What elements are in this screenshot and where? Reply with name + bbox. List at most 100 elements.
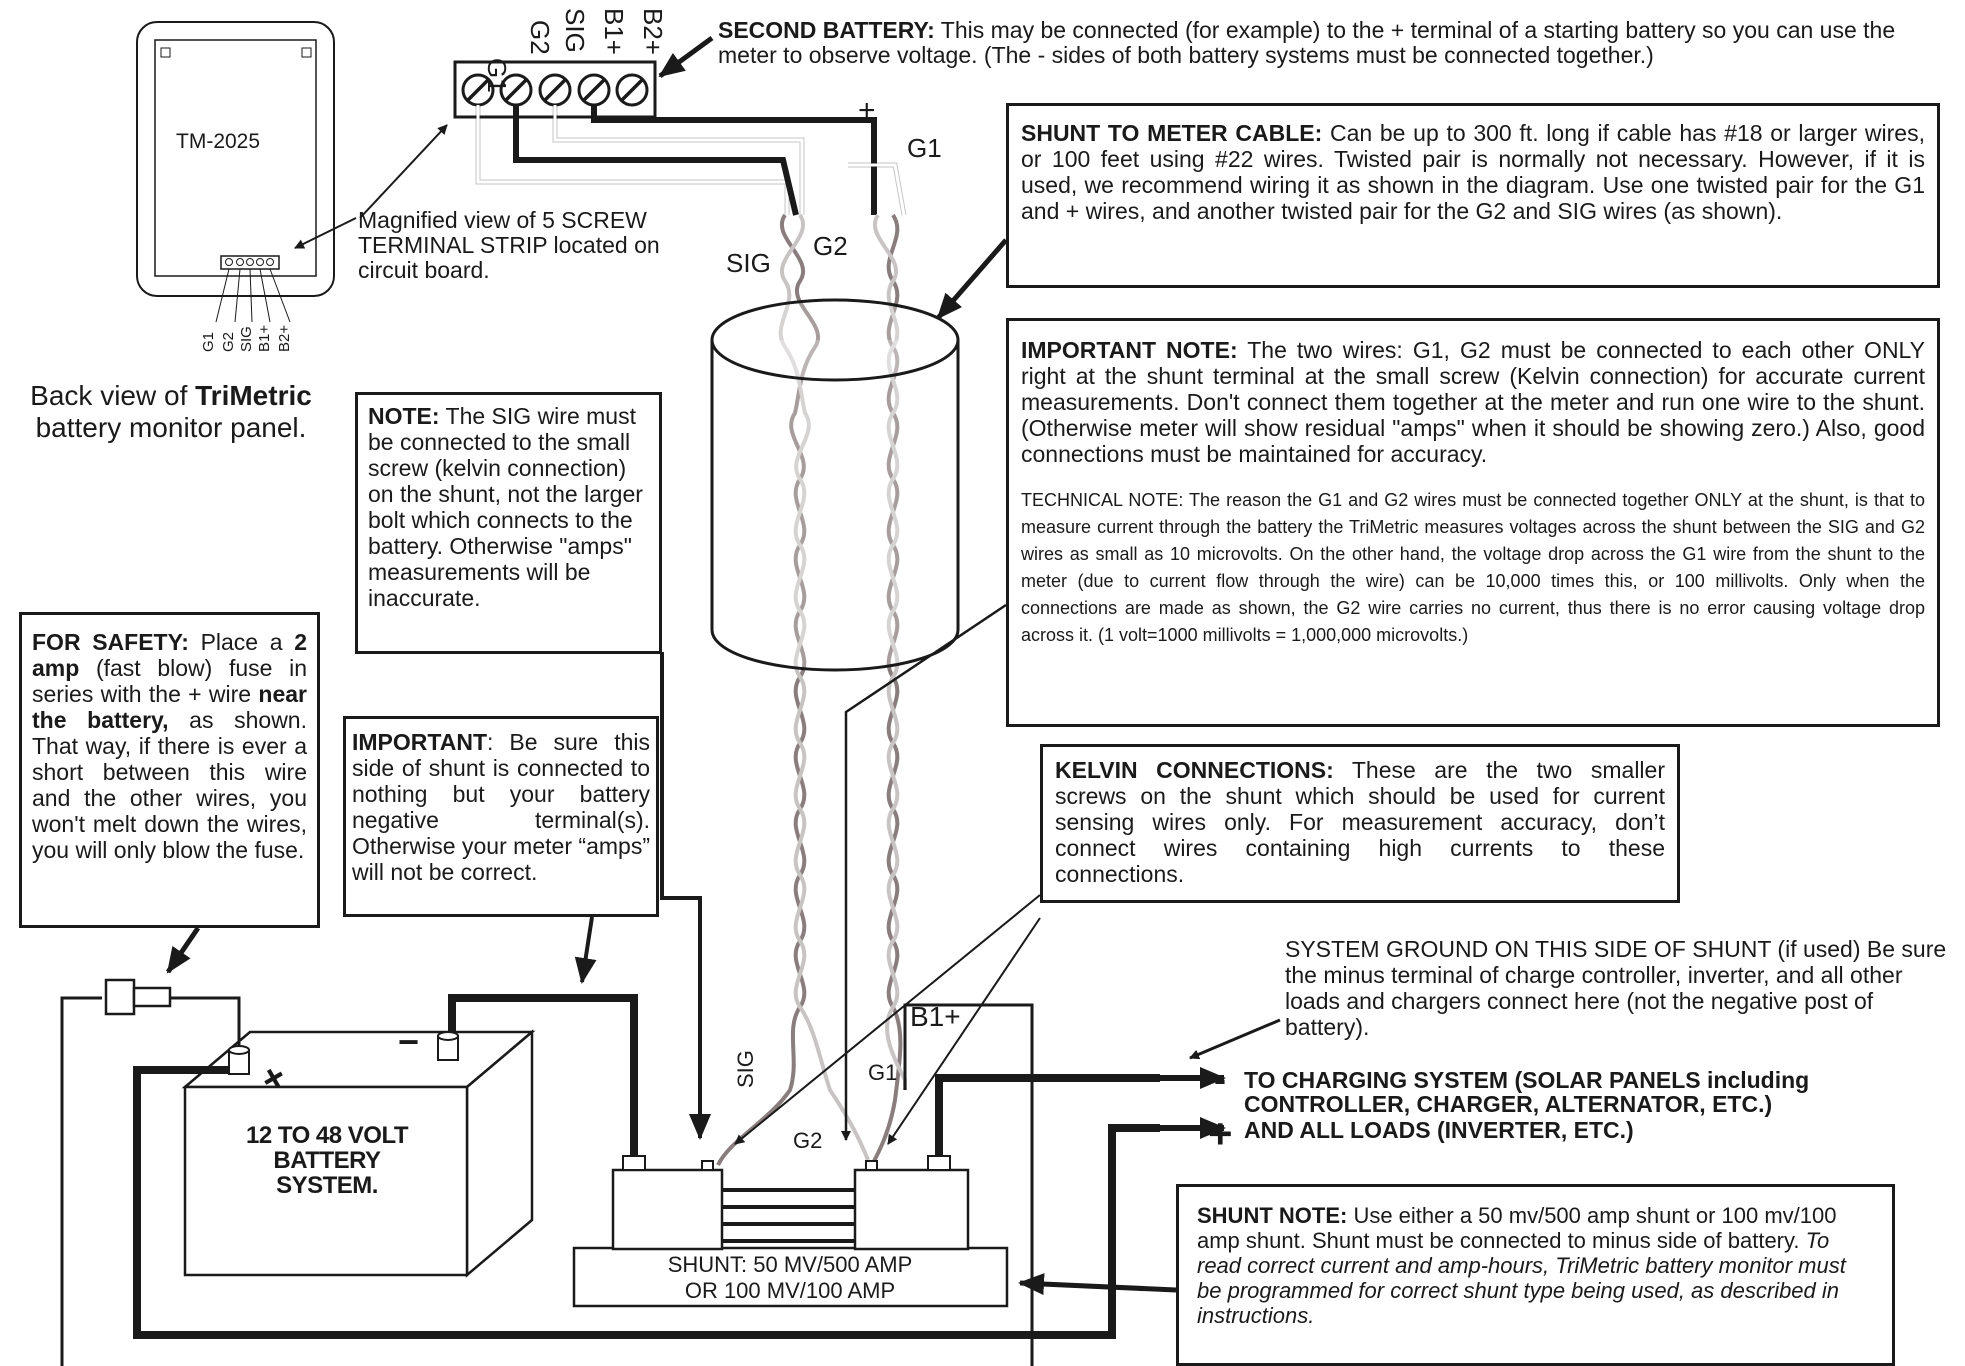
panel-model: TM-2025 bbox=[176, 130, 260, 153]
second-battery-note: SECOND BATTERY: This may be connected (f… bbox=[718, 18, 1918, 68]
safety-note: FOR SAFETY: Place a 2 amp (fast blow) fu… bbox=[19, 612, 320, 928]
shunt-side-heading: IMPORTANT bbox=[352, 729, 488, 755]
second-battery-heading: SECOND BATTERY: bbox=[718, 17, 935, 43]
shunt-note-heading: SHUNT NOTE: bbox=[1197, 1203, 1348, 1228]
safety-t3: as shown. That way, if there is ever a s… bbox=[32, 707, 307, 863]
panel-caption-prefix: Back view of bbox=[30, 380, 196, 411]
mounting-hole bbox=[160, 47, 171, 58]
label-sig-top: SIG bbox=[726, 248, 771, 278]
pin-label-g1: G1 bbox=[200, 332, 217, 352]
strip-label-sig: SIG bbox=[560, 8, 590, 53]
panel-caption-brand: TriMetric bbox=[195, 380, 312, 411]
sig-note-arrow bbox=[660, 652, 711, 1140]
second-battery-text: This may be connected (for example) to t… bbox=[718, 17, 1896, 68]
kelvin-arrow-right bbox=[887, 917, 1041, 1145]
shunt-side-text: : Be sure this side of shunt is connecte… bbox=[352, 729, 650, 885]
magnified-view-note: Magnified view of 5 SCREW TERMINAL STRIP… bbox=[358, 207, 660, 283]
safety-t2: (fast blow) fuse in series with the + wi… bbox=[32, 655, 307, 707]
shunt-note-arrow bbox=[1018, 1273, 1177, 1296]
twisted-pair-g1-plus bbox=[870, 213, 907, 1166]
cable-sleeve bbox=[710, 340, 960, 672]
shunt-cable-heading: SHUNT TO METER CABLE: bbox=[1021, 120, 1323, 146]
kelvin-screws bbox=[701, 1160, 878, 1171]
strip-label-b2: B2+ bbox=[638, 8, 668, 55]
shunt-side-arrow bbox=[574, 916, 597, 984]
system-ground-note: SYSTEM GROUND ON THIS SIDE OF SHUNT (if … bbox=[1285, 936, 1947, 1040]
safety-heading: FOR SAFETY: bbox=[32, 629, 189, 655]
shunt-label-2: OR 100 MV/100 AMP bbox=[685, 1278, 895, 1303]
shunt-left-block bbox=[611, 1168, 724, 1251]
charging-line-3: AND ALL LOADS (INVERTER, ETC.) bbox=[1244, 1117, 1634, 1143]
fuse bbox=[104, 978, 172, 1016]
kelvin-note: KELVIN CONNECTIONS: These are the two sm… bbox=[1040, 744, 1680, 903]
shunt-note-italic: To read correct current and amp-hours, T… bbox=[1197, 1228, 1846, 1328]
shunt-bolts bbox=[622, 1155, 951, 1171]
sig-note: NOTE: The SIG wire must be connected to … bbox=[355, 392, 662, 654]
strip-label-b1: B1+ bbox=[599, 8, 629, 55]
twisted-pair-sig-g2 bbox=[716, 213, 870, 1166]
kelvin-text: These are the two smaller screws on the … bbox=[1055, 757, 1665, 887]
small-terminal-screws bbox=[225, 258, 274, 266]
label-plus-top: + bbox=[858, 94, 876, 127]
important-note-heading: IMPORTANT NOTE: bbox=[1021, 337, 1238, 363]
label-g2-top: G2 bbox=[813, 231, 848, 261]
strip-label-g1: G1 bbox=[482, 58, 512, 93]
strip-label-g2: G2 bbox=[525, 20, 555, 55]
label-sig-bottom: SIG bbox=[733, 1050, 758, 1088]
small-terminal-strip bbox=[220, 255, 280, 270]
shunt-cable-text: Can be up to 300 ft. long if cable has #… bbox=[1021, 120, 1925, 224]
shunt-note-text: Use either a 50 mv/500 amp shunt or 100 … bbox=[1197, 1203, 1837, 1253]
shunt-cable-note: SHUNT TO METER CABLE: Can be up to 300 f… bbox=[1006, 103, 1940, 288]
magnify-pointer bbox=[359, 124, 448, 219]
pin-label-g2: G2 bbox=[220, 332, 237, 352]
kelvin-arrow-left bbox=[734, 894, 1041, 1145]
shunt-note: SHUNT NOTE: Use either a 50 mv/500 amp s… bbox=[1176, 1184, 1895, 1366]
shunt-label-1: SHUNT: 50 MV/500 AMP bbox=[668, 1252, 913, 1277]
panel-caption: Back view of TriMetric battery monitor p… bbox=[6, 380, 336, 444]
circuit-board-outline bbox=[154, 39, 317, 277]
pin-label-sig: SIG bbox=[238, 326, 255, 352]
pin-label-b1: B1+ bbox=[256, 325, 273, 352]
label-b1-bottom: B1+ bbox=[910, 1001, 961, 1032]
important-note: IMPORTANT NOTE: The two wires: G1, G2 mu… bbox=[1006, 318, 1940, 727]
safety-arrow bbox=[165, 926, 201, 974]
panel-caption-suffix: battery monitor panel. bbox=[35, 412, 307, 443]
shunt-right-block bbox=[853, 1168, 970, 1251]
sig-note-text: The SIG wire must be connected to the sm… bbox=[368, 403, 643, 611]
cable-sleeve-top bbox=[710, 298, 960, 382]
small-pin-leads bbox=[215, 268, 291, 323]
label-g1-bottom: G1 bbox=[868, 1060, 897, 1085]
label-g1-top: G1 bbox=[907, 133, 942, 163]
trimetric-panel bbox=[136, 21, 335, 297]
magnify-pointer-small bbox=[294, 217, 357, 249]
mounting-hole bbox=[301, 47, 312, 58]
battery-minus-sign: − bbox=[398, 1021, 419, 1062]
charging-line-1: TO CHARGING SYSTEM (SOLAR PANELS includi… bbox=[1244, 1067, 1809, 1093]
safety-b2: near the battery, bbox=[32, 681, 307, 733]
second-battery-arrow bbox=[658, 35, 714, 79]
system-ground-arrow bbox=[1189, 1018, 1281, 1060]
technical-note: TECHNICAL NOTE: The reason the G1 and G2… bbox=[1021, 490, 1925, 645]
important-note-text: The two wires: G1, G2 must be connected … bbox=[1021, 337, 1925, 467]
battery-front bbox=[183, 1085, 469, 1277]
cable-note-arrow bbox=[936, 238, 1008, 320]
kelvin-heading: KELVIN CONNECTIONS: bbox=[1055, 757, 1334, 783]
safety-t1: Place a bbox=[188, 629, 295, 655]
pin-label-b2: B2+ bbox=[276, 325, 293, 352]
label-g2-bottom: G2 bbox=[793, 1128, 822, 1153]
sig-note-heading: NOTE: bbox=[368, 403, 440, 429]
battery-positive-post bbox=[228, 1045, 250, 1075]
shunt-bars bbox=[722, 1188, 855, 1243]
main-wiring bbox=[60, 994, 1160, 1366]
charging-minus: - bbox=[1214, 1058, 1226, 1099]
safety-b1: 2 amp bbox=[32, 629, 308, 681]
charging-plus: + bbox=[1208, 1110, 1233, 1157]
terminal-wires bbox=[475, 105, 907, 216]
battery-label: 12 TO 48 VOLT BATTERY SYSTEM. bbox=[245, 1122, 409, 1199]
shunt-side-note: IMPORTANT: Be sure this side of shunt is… bbox=[343, 716, 659, 917]
battery-negative-post bbox=[437, 1031, 459, 1061]
technical-note-pointer bbox=[841, 603, 1007, 1141]
charging-line-2: CONTROLLER, CHARGER, ALTERNATOR, ETC.) bbox=[1244, 1091, 1772, 1117]
shunt-base bbox=[572, 1246, 1009, 1308]
